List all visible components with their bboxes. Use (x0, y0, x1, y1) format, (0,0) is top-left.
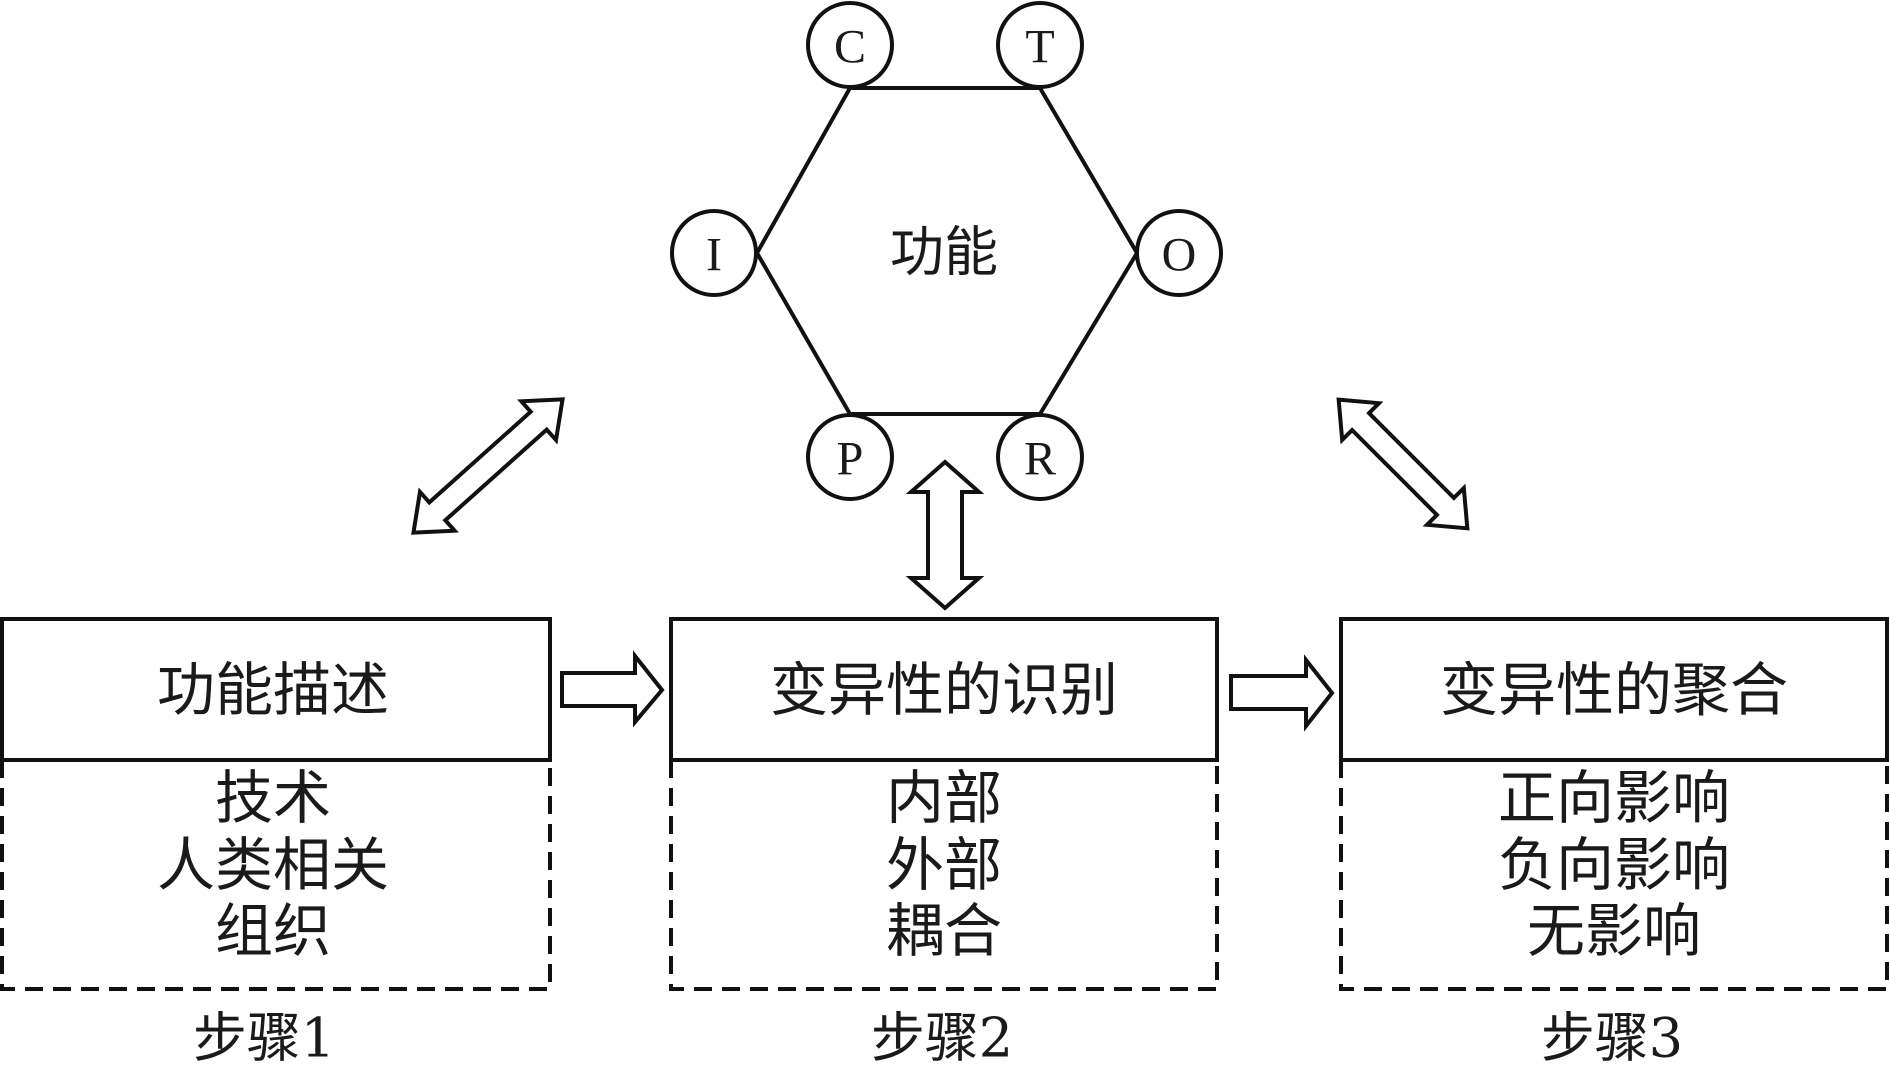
double-arrow-step1 (411, 397, 565, 535)
node-I: I (670, 209, 758, 297)
double-arrow-icon (1336, 397, 1470, 531)
double-arrow-step3 (1336, 397, 1470, 531)
node-label: P (837, 433, 864, 486)
step-label: 步骤3 (1541, 1007, 1683, 1070)
double-arrow-icon (905, 459, 985, 611)
node-circle (670, 209, 758, 297)
step-item: 人类相关 (157, 831, 389, 899)
double-arrow-step2 (905, 459, 985, 611)
node-R: R (996, 413, 1084, 501)
node-O: O (1135, 209, 1223, 297)
right-arrow-icon (1229, 654, 1335, 732)
node-circle (806, 1, 894, 89)
step-title: 功能描述 (157, 656, 389, 724)
step-item: 正向影响 (1498, 764, 1730, 832)
node-label: T (1025, 21, 1054, 74)
step-item: 耦合 (886, 897, 1002, 965)
step-title-box (0, 617, 552, 762)
right-arrow-icon (560, 650, 665, 728)
node-P: P (806, 413, 894, 501)
step-items-box (1339, 760, 1889, 991)
node-label: C (834, 21, 866, 74)
step-title: 变异性的聚合 (1440, 656, 1788, 724)
node-circle (996, 413, 1084, 501)
step-items-box (0, 760, 552, 991)
step-item: 技术 (215, 764, 331, 832)
step-item: 无影响 (1527, 897, 1701, 965)
step-item: 负向影响 (1498, 831, 1730, 899)
step-box-2: 变异性的识别 内部 外部 耦合 步骤2 (669, 617, 1219, 1070)
node-circle (996, 1, 1084, 89)
node-T: T (996, 1, 1084, 89)
step-title: 变异性的识别 (770, 656, 1118, 724)
step-item: 组织 (215, 897, 331, 965)
function-hexagon: 功能 (754, 86, 1140, 416)
step-title-box (1339, 617, 1889, 762)
step-box-1: 功能描述 技术 人类相关 组织 步骤1 (0, 617, 552, 1070)
double-arrow-icon (411, 397, 565, 535)
center-label: 功能 (890, 221, 998, 284)
node-C: C (806, 1, 894, 89)
node-circle (806, 413, 894, 501)
step-items-box (669, 760, 1219, 991)
node-label: O (1162, 229, 1197, 282)
step-box-3: 变异性的聚合 正向影响 负向影响 无影响 步骤3 (1339, 617, 1889, 1070)
step-item: 外部 (886, 831, 1002, 899)
step-item: 内部 (886, 764, 1002, 832)
step-label: 步骤1 (193, 1007, 335, 1070)
step-label: 步骤2 (871, 1007, 1013, 1070)
node-label: R (1024, 433, 1056, 486)
node-label: I (706, 229, 722, 282)
node-circle (1135, 209, 1223, 297)
step-title-box (669, 617, 1219, 762)
